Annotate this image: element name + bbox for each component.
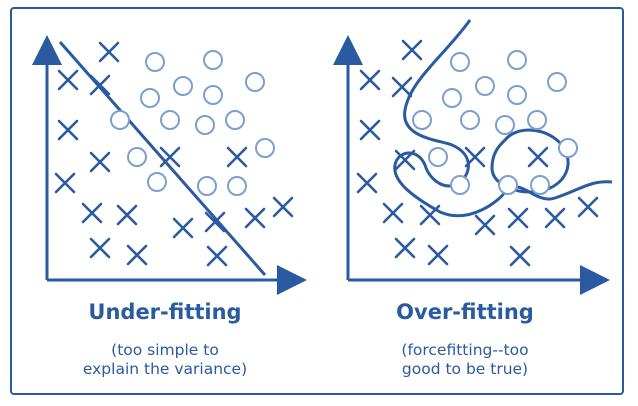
cross-marker	[98, 41, 120, 63]
cross-marker	[464, 146, 486, 168]
cross-marker	[359, 119, 381, 141]
circle-marker	[203, 85, 223, 105]
over-points	[356, 39, 599, 267]
circle-marker	[255, 138, 275, 158]
cross-marker	[507, 207, 529, 229]
circle-marker	[530, 175, 550, 195]
circle-marker	[197, 176, 217, 196]
cross-marker	[474, 214, 496, 236]
cross-marker	[226, 146, 248, 168]
cross-marker	[126, 244, 148, 266]
circle-marker	[195, 115, 215, 135]
cross-marker	[577, 196, 599, 218]
circle-marker	[245, 72, 265, 92]
cross-marker	[394, 149, 416, 171]
circle-marker	[507, 50, 527, 70]
circle-marker	[147, 172, 167, 192]
circle-marker	[173, 76, 193, 96]
cross-marker	[204, 211, 226, 233]
circle-marker	[498, 175, 518, 195]
circle-marker	[527, 110, 547, 130]
over-fitting-subtitle-line1: (forcefitting--too	[401, 341, 529, 359]
circle-marker	[442, 88, 462, 108]
diagram-frame	[10, 7, 624, 395]
under-fitting-title: Under-fitting	[88, 300, 242, 324]
circle-marker	[450, 52, 470, 72]
circle-marker	[495, 115, 515, 135]
cross-marker	[544, 207, 566, 229]
circle-marker	[450, 175, 470, 195]
circle-marker	[145, 52, 165, 72]
cross-marker	[172, 217, 194, 239]
cross-marker	[527, 146, 549, 168]
cross-marker	[427, 244, 449, 266]
under-fitting-subtitle-line1: (too simple to	[111, 341, 219, 359]
cross-marker	[159, 146, 181, 168]
cross-marker	[382, 202, 404, 224]
circle-marker	[127, 147, 147, 167]
cross-marker	[81, 202, 103, 224]
cross-marker	[394, 237, 416, 259]
circle-marker	[227, 176, 247, 196]
circle-marker	[140, 88, 160, 108]
cross-marker	[359, 69, 381, 91]
circle-marker	[558, 138, 578, 158]
cross-marker	[509, 245, 531, 267]
circle-marker	[160, 110, 180, 130]
circle-marker	[428, 147, 448, 167]
cross-marker	[116, 204, 138, 226]
cross-marker	[89, 74, 111, 96]
circle-marker	[460, 110, 480, 130]
circle-marker	[547, 72, 567, 92]
cross-marker	[89, 151, 111, 173]
cross-marker	[401, 39, 423, 61]
cross-marker	[419, 204, 441, 226]
over-fitting-subtitle-line2: good to be true)	[401, 360, 529, 378]
over-fitting-subtitle: (forcefitting--too good to be true)	[340, 341, 590, 379]
circle-marker	[110, 110, 130, 130]
over-axes	[333, 35, 610, 295]
under-points	[54, 41, 294, 267]
cross-marker	[356, 172, 378, 194]
cross-marker	[206, 245, 228, 267]
circle-marker	[475, 76, 495, 96]
over-fitting-title: Over-fitting	[396, 300, 534, 324]
under-axes	[32, 35, 307, 295]
cross-marker	[57, 69, 79, 91]
cross-marker	[57, 119, 79, 141]
circle-marker	[507, 85, 527, 105]
under-fitting-subtitle-line2: explain the variance)	[82, 360, 248, 378]
cross-marker	[89, 237, 111, 259]
under-fitting-subtitle: (too simple to explain the variance)	[40, 341, 290, 379]
circle-marker	[203, 50, 223, 70]
circle-marker	[225, 110, 245, 130]
cross-marker	[244, 207, 266, 229]
cross-marker	[391, 76, 413, 98]
circle-marker	[412, 110, 432, 130]
cross-marker	[54, 172, 76, 194]
cross-marker	[272, 196, 294, 218]
